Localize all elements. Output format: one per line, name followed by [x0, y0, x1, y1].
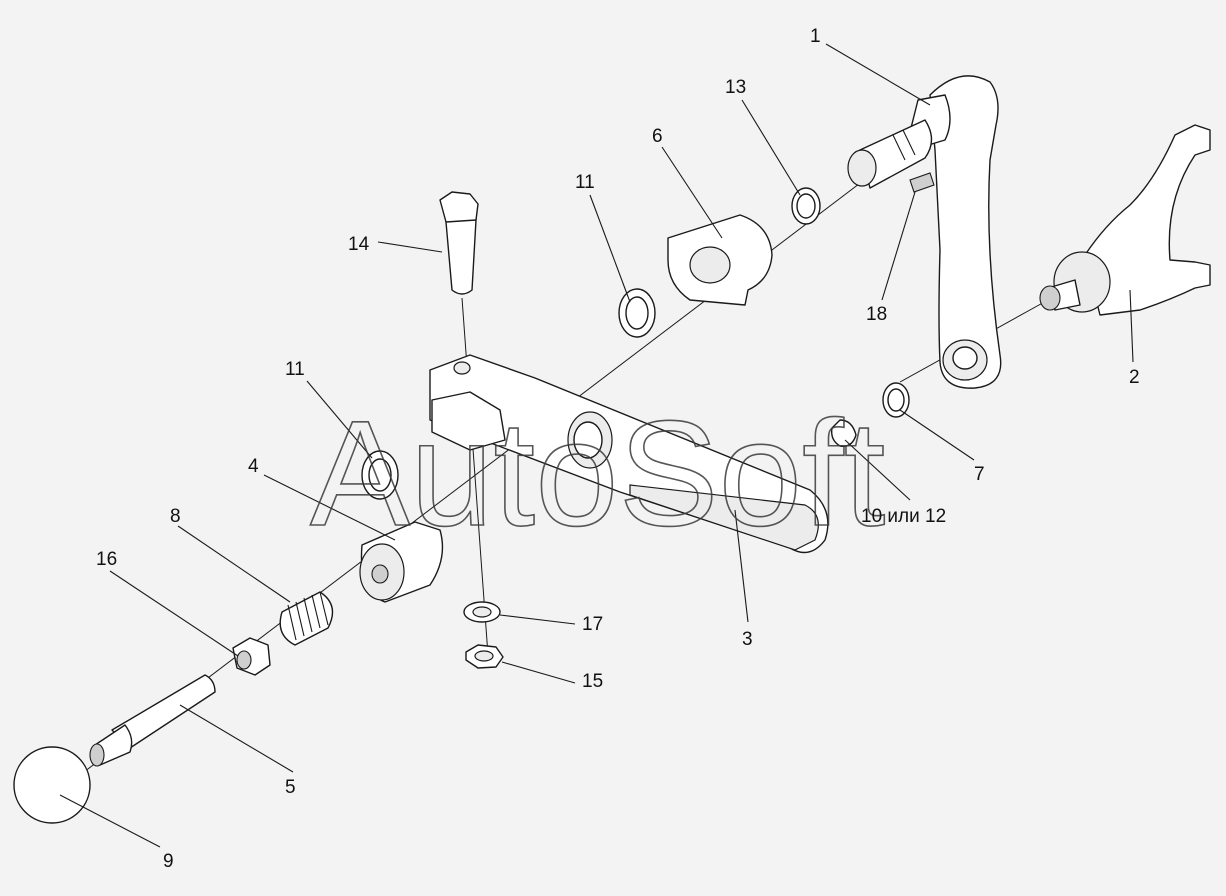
callout-15: 15 — [582, 671, 603, 692]
callout-3: 3 — [742, 629, 753, 650]
callout-10-12: 10 или 12 — [861, 506, 946, 527]
callout-18: 18 — [866, 304, 887, 325]
callout-13: 13 — [725, 77, 746, 98]
callout-7: 7 — [974, 464, 985, 485]
callout-11-lower: 11 — [285, 359, 305, 380]
part-9-knob — [13, 746, 91, 824]
part-2-fork — [1039, 124, 1211, 316]
part-15-nut — [465, 644, 504, 669]
part-13-ring — [791, 187, 821, 225]
part-10-12-ring — [830, 419, 857, 447]
callout-14: 14 — [348, 234, 370, 255]
callout-11-upper: 11 — [575, 172, 595, 193]
callout-labels: 1 2 3 4 5 6 7 8 9 10 или 12 11 11 13 14 … — [96, 26, 1140, 872]
part-8-spring — [279, 591, 334, 646]
part-6-bracket — [667, 214, 773, 306]
part-11-snap-ring-lower — [361, 450, 399, 500]
callout-9: 9 — [163, 851, 174, 872]
watermark-text: AutoSoft — [310, 389, 885, 557]
part-7-ring — [882, 382, 910, 418]
callout-5: 5 — [285, 777, 296, 798]
part-14-bolt — [439, 191, 479, 295]
part-16-nut — [232, 637, 271, 676]
part-3-arm — [429, 354, 829, 554]
part-1-lever — [847, 75, 1002, 389]
callout-6: 6 — [652, 126, 663, 147]
callout-2: 2 — [1129, 367, 1140, 388]
callout-1: 1 — [810, 26, 821, 47]
leader-lines — [59, 43, 1134, 848]
part-5-rod — [89, 674, 216, 767]
callout-16: 16 — [96, 549, 117, 570]
callout-4: 4 — [248, 456, 259, 477]
part-11-snap-ring-upper — [618, 288, 656, 338]
part-17-washer — [463, 601, 501, 623]
part-4-bushing — [359, 521, 444, 603]
part-18-key — [909, 172, 935, 193]
callout-8: 8 — [170, 506, 181, 527]
callout-17: 17 — [582, 614, 603, 635]
